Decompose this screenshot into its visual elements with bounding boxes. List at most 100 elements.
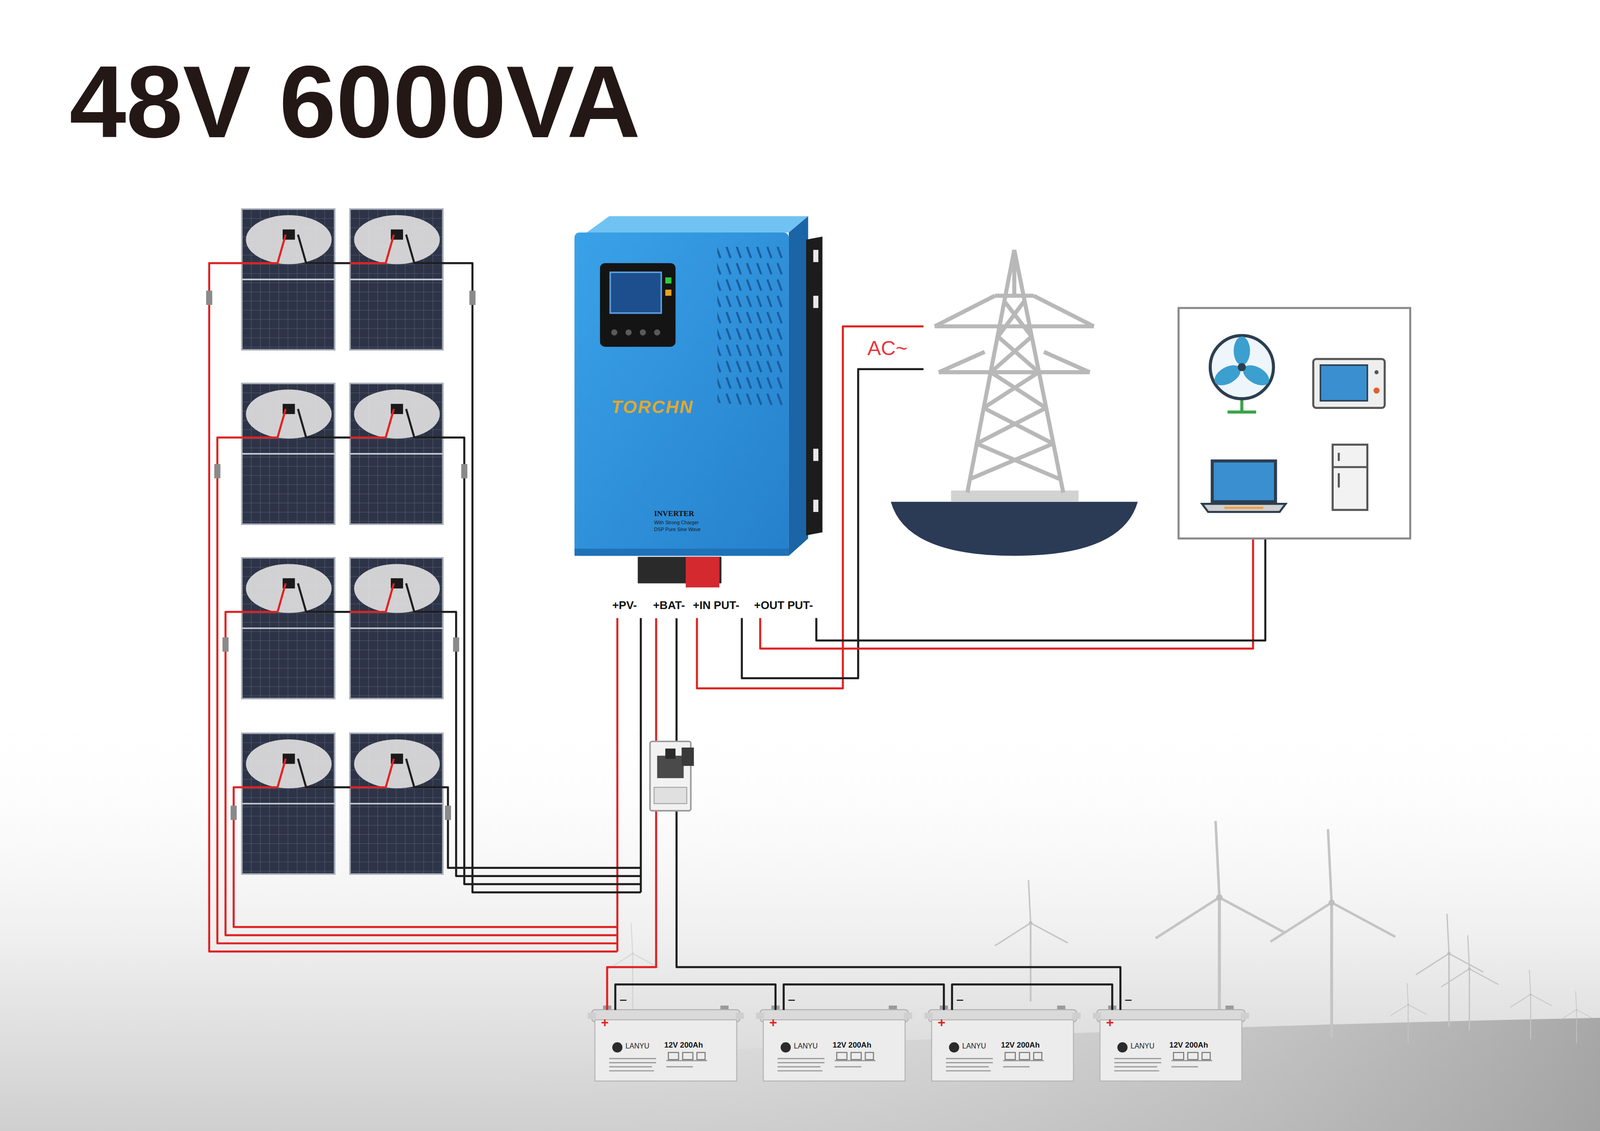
pv-wiring [233,758,617,927]
terminal-sign: + [769,1016,777,1030]
battery-cable [676,618,1121,1010]
battery-cable [615,984,776,1011]
microwave-icon [1313,358,1385,408]
wind-turbines [1390,983,1427,1045]
battery-rating: 12V 200Ah [1169,1041,1209,1050]
fan-icon [1210,335,1274,399]
solar-panels [241,209,335,351]
battery-cable [607,618,657,1010]
pv-wiring [453,637,460,652]
inverter-body [611,329,617,336]
circuit-breaker [681,747,694,767]
pv-wiring [225,583,618,936]
wind-turbines [1155,821,1286,1038]
battery-box: LANYU 12V 200Ah [1099,1010,1242,1083]
microwave-icon [1374,370,1379,375]
fridge-icon [1337,452,1340,461]
battery-bodies [587,1005,744,1082]
product-label: INVERTER [653,510,694,518]
terminal-label: +IN PUT- [693,600,740,612]
solar-panels [350,209,444,351]
pv-wiring [209,234,618,953]
inverter-body [574,232,789,556]
solar-panels [350,558,444,700]
battery-brand: LANYU [625,1042,650,1051]
terminal-label: +BAT- [652,600,685,612]
terminal-label: +PV- [612,600,637,612]
pv-wiring [461,464,468,479]
inverter-body [813,499,819,513]
inverter-body [813,249,819,513]
wind-turbines [1270,829,1396,1038]
battery-rating: 12V 200Ah [1000,1041,1040,1050]
grid-tower [938,352,1090,373]
battery-box: LANYU12V 200Ah [763,1010,906,1083]
battery-bodies [755,1005,912,1082]
grid-tower [1012,249,1017,296]
terminal-sign: + [937,1016,946,1030]
pv-wiring [469,290,476,306]
terminal-label: +OUT PUT- [754,600,813,612]
wind-turbines [1561,991,1593,1044]
inverter-body [813,295,819,309]
solar-panels [241,209,443,875]
solar-panels [241,558,335,700]
appliance-panel [1178,308,1411,539]
laptop-icon [1212,460,1276,502]
pv-wiring [206,290,213,306]
inverter-body [639,329,646,336]
pv-wiring [350,234,394,264]
solar-panels [241,733,335,875]
product-subtitle: DSP Pure Sine Wave [653,527,701,533]
grid-tower [890,249,1139,556]
grid-tower [976,300,1061,480]
pv-wiring [297,758,350,788]
inverter-body [610,272,662,313]
inverter-body [717,242,786,408]
inverter-body [600,263,676,347]
pv-wiring [297,234,350,264]
battery-brand: LANYU [962,1042,986,1051]
battery-box: LANYU12V 200Ah [595,1010,737,1083]
pv-wiring [350,409,394,438]
pv-wiring [206,290,476,821]
grid-tower [934,249,1094,493]
battery-bodies [587,1005,1249,1082]
microwave-icon [1320,365,1368,401]
circuit-breaker [665,748,676,759]
fan-icon [1210,335,1274,413]
pv-wiring [222,637,229,652]
battery-bodies [1092,1005,1249,1082]
inverter-body [574,548,789,557]
grid-tower [969,300,1054,480]
fridge-icon [1337,473,1340,488]
inverter-body [685,556,720,588]
solar-panels [350,383,444,525]
fridge-icon [1332,466,1368,468]
fridge-icon [1332,444,1368,510]
circuit-breaker [657,755,684,779]
inverter-body [611,329,660,336]
solar-panels [350,733,444,875]
pv-wiring [639,618,642,893]
inverter-body [586,216,809,233]
battery-brand: LANYU [1130,1042,1155,1051]
ac-label: AC~ [867,337,908,359]
grid-tower [951,490,1079,503]
inverter-body [813,448,819,461]
fan-icon [1227,410,1257,414]
battery-rating: 12V 200Ah [832,1041,872,1050]
inverter-body [653,329,660,336]
wind-turbines [994,880,1068,1002]
grid-tower [890,502,1139,557]
foggy-background [0,704,1600,1131]
terminal-sign: − [619,994,627,1008]
inverter-body [665,289,672,296]
inverter-unit: TORCHNINVERTERWith Strong ChargerDSP Pur… [574,216,823,619]
fridge-icon [1332,444,1368,510]
pv-wiring [209,234,618,953]
